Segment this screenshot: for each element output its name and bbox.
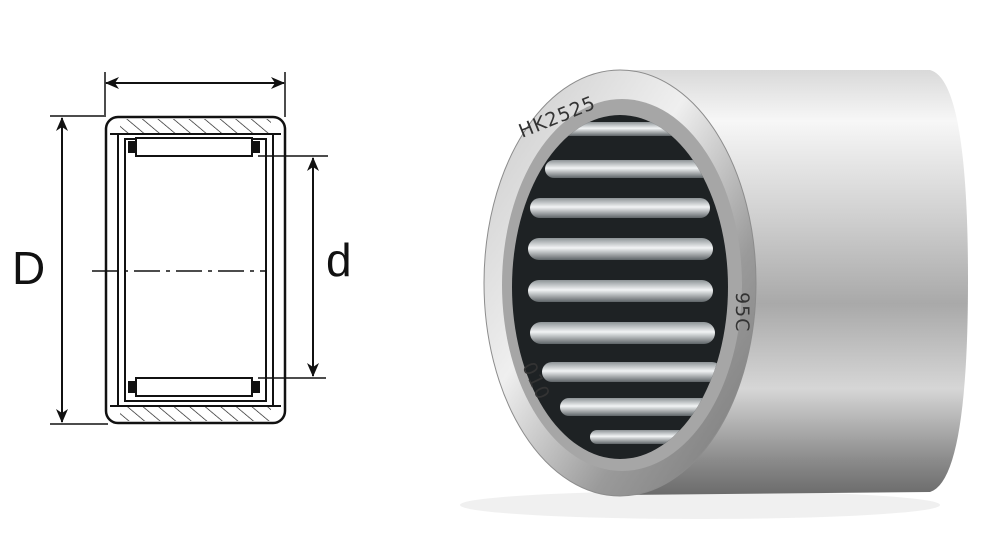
inner-diameter-label: d [326, 234, 352, 286]
bearing-outline [104, 115, 287, 425]
bearing-photo: HK2525 95C 010 [460, 69, 968, 519]
hatched-shell-top [120, 119, 271, 134]
outer-diameter-label: D [12, 242, 45, 294]
needle-roller-top [135, 137, 253, 157]
code-marking: 95C [731, 292, 753, 332]
needle-roller-bottom [135, 377, 253, 397]
hatched-shell-bottom [120, 406, 271, 421]
technical-drawing: D d [12, 72, 352, 425]
